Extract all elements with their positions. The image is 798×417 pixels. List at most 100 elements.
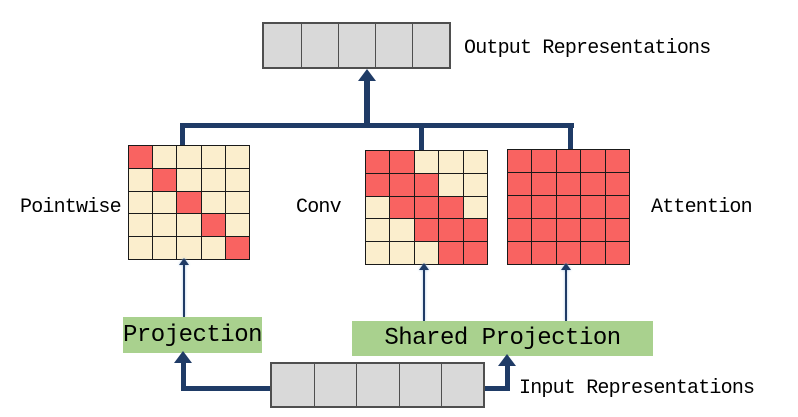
matrix-cell: [201, 146, 225, 168]
matrix-cell: [177, 146, 201, 168]
matrix-cell: [439, 173, 463, 196]
projection-box-label: Projection: [122, 321, 263, 349]
matrix-cell: [605, 150, 629, 172]
matrix-cell: [581, 196, 605, 218]
matrix-cell: [508, 219, 532, 241]
matrix-cell: [153, 146, 177, 168]
matrix-cell: [366, 219, 390, 242]
matrix-cell: [508, 196, 532, 218]
output-representations-row: [262, 22, 451, 69]
shared-projection-box: Shared Projection: [352, 321, 653, 356]
arrow-line: [182, 263, 186, 317]
matrix-cell: [463, 219, 487, 242]
matrix-cell: [177, 214, 201, 237]
matrix-cell: [390, 173, 414, 196]
token-cell: [338, 24, 375, 67]
matrix-cell: [129, 168, 153, 191]
token-cell: [398, 364, 441, 406]
branch-drop-attention: [568, 123, 573, 150]
matrix-cell: [508, 173, 532, 195]
matrix-cell: [177, 168, 201, 191]
shared-projection-box-label: Shared Projection: [384, 325, 621, 352]
matrix-cell: [153, 191, 177, 214]
matrix-cell: [366, 242, 390, 264]
token-cell: [440, 364, 483, 406]
token-cell: [412, 24, 449, 67]
arrow-up-icon: [179, 258, 189, 265]
matrix-cell: [581, 242, 605, 264]
matrix-cell: [581, 219, 605, 241]
arrow-up-icon: [561, 263, 571, 270]
token-cell: [375, 24, 412, 67]
matrix-cell: [605, 173, 629, 195]
arrow-line: [422, 268, 426, 321]
matrix-cell: [605, 219, 629, 241]
input-to-projection-arrow-line: [181, 386, 270, 391]
matrix-cell: [581, 150, 605, 172]
matrix-cell: [129, 191, 153, 214]
matrix-cell: [390, 219, 414, 242]
token-cell: [301, 24, 338, 67]
matrix-cell: [532, 242, 556, 264]
matrix-cell: [414, 196, 439, 219]
matrix-cell: [439, 242, 463, 264]
up-arrow-line: [364, 80, 370, 125]
matrix-cell: [225, 214, 249, 237]
matrix-cell: [414, 173, 439, 196]
matrix-cell: [390, 242, 414, 264]
matrix-cell: [129, 237, 153, 259]
branch-drop-conv: [419, 123, 424, 151]
arrow-line: [564, 268, 568, 321]
branch-connector-line: [180, 123, 574, 128]
matrix-cell: [366, 151, 390, 173]
matrix-cell: [556, 196, 581, 218]
token-cell: [314, 364, 357, 406]
pointwise-label: Pointwise: [20, 196, 122, 219]
input-to-shared-projection-arrow-line: [485, 386, 510, 391]
pointwise-matrix: [128, 145, 250, 260]
matrix-cell: [201, 191, 225, 214]
arrow-up-icon: [419, 263, 429, 270]
token-cell: [264, 24, 301, 67]
output-representations-label: Output Representations: [464, 37, 711, 60]
token-cell: [272, 364, 315, 406]
matrix-cell: [225, 146, 249, 168]
matrix-cell: [129, 146, 153, 168]
matrix-cell: [556, 150, 581, 172]
matrix-cell: [532, 219, 556, 241]
matrix-cell: [414, 242, 439, 264]
matrix-cell: [532, 196, 556, 218]
matrix-cell: [556, 242, 581, 264]
matrix-cell: [366, 173, 390, 196]
input-to-projection-arrow-line: [181, 361, 186, 391]
matrix-cell: [508, 242, 532, 264]
matrix-cell: [177, 191, 201, 214]
matrix-cell: [129, 214, 153, 237]
matrix-cell: [153, 237, 177, 259]
matrix-cell: [439, 151, 463, 173]
matrix-cell: [439, 196, 463, 219]
matrix-cell: [414, 219, 439, 242]
arrow-up-icon: [498, 354, 516, 366]
matrix-cell: [463, 173, 487, 196]
matrix-cell: [225, 168, 249, 191]
matrix-cell: [153, 168, 177, 191]
matrix-cell: [390, 151, 414, 173]
matrix-cell: [366, 196, 390, 219]
up-arrow-icon: [358, 69, 376, 81]
matrix-cell: [225, 237, 249, 259]
input-representations-label: Input Representations: [519, 377, 755, 400]
shared-projection-to-attention-arrow: [561, 263, 571, 321]
matrix-cell: [463, 242, 487, 264]
matrix-cell: [605, 196, 629, 218]
projection-to-pointwise-arrow: [179, 258, 189, 317]
matrix-cell: [463, 196, 487, 219]
conv-matrix: [365, 150, 488, 265]
projection-box: Projection: [122, 317, 263, 353]
matrix-cell: [439, 219, 463, 242]
attention-label: Attention: [651, 196, 753, 219]
matrix-cell: [201, 214, 225, 237]
matrix-cell: [390, 196, 414, 219]
branch-drop-pointwise: [180, 123, 185, 146]
